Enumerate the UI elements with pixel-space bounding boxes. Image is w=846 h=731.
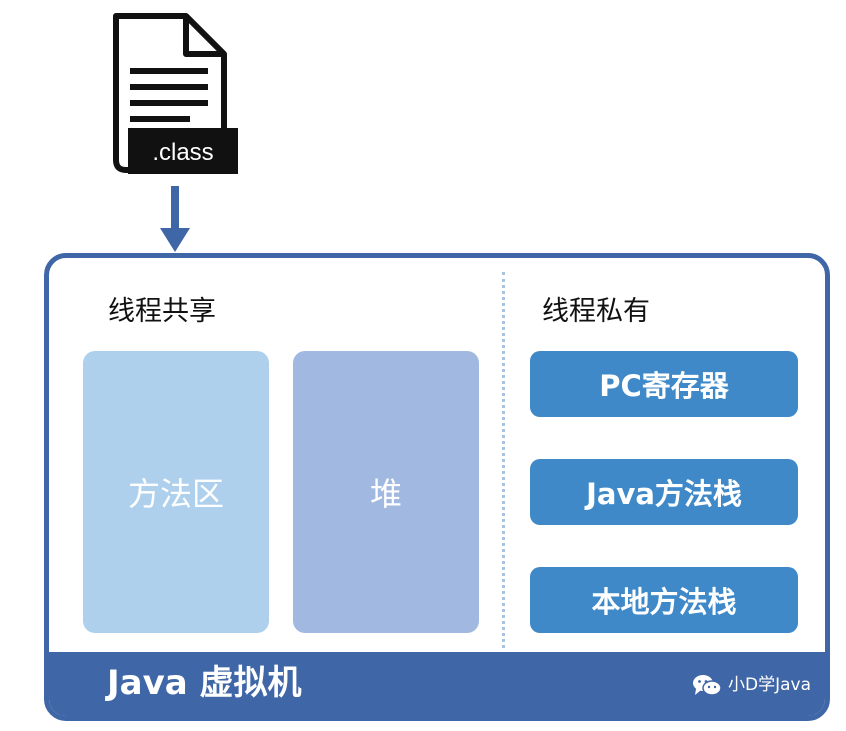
shared-section-title: 线程共享 (108, 296, 216, 327)
watermark-text: 小D学Java (728, 675, 811, 695)
java-method-stack-label: Java方法栈 (586, 477, 742, 511)
method-area-block: 方法区 (83, 351, 269, 633)
class-file-icon: .class (108, 10, 244, 180)
method-area-label: 方法区 (127, 475, 224, 513)
private-section-title: 线程私有 (542, 296, 650, 327)
heap-label: 堆 (369, 475, 402, 513)
native-method-stack-label: 本地方法栈 (591, 585, 737, 619)
wechat-icon (693, 675, 722, 696)
section-divider (502, 272, 505, 648)
jvm-container: 线程共享 方法区 堆 线程私有 PC寄存器 Java方法栈 本地方法栈 Java… (44, 253, 830, 721)
pc-register-label: PC寄存器 (599, 369, 729, 403)
java-method-stack-block: Java方法栈 (530, 459, 798, 525)
jvm-title: Java 虚拟机 (107, 663, 302, 703)
down-arrow-icon (158, 186, 192, 256)
native-method-stack-block: 本地方法栈 (530, 567, 798, 633)
heap-block: 堆 (293, 351, 479, 633)
class-file-label: .class (152, 139, 213, 166)
jvm-footer-bar: Java 虚拟机 小D学Java (49, 652, 825, 716)
watermark: 小D学Java (692, 674, 811, 696)
pc-register-block: PC寄存器 (530, 351, 798, 417)
